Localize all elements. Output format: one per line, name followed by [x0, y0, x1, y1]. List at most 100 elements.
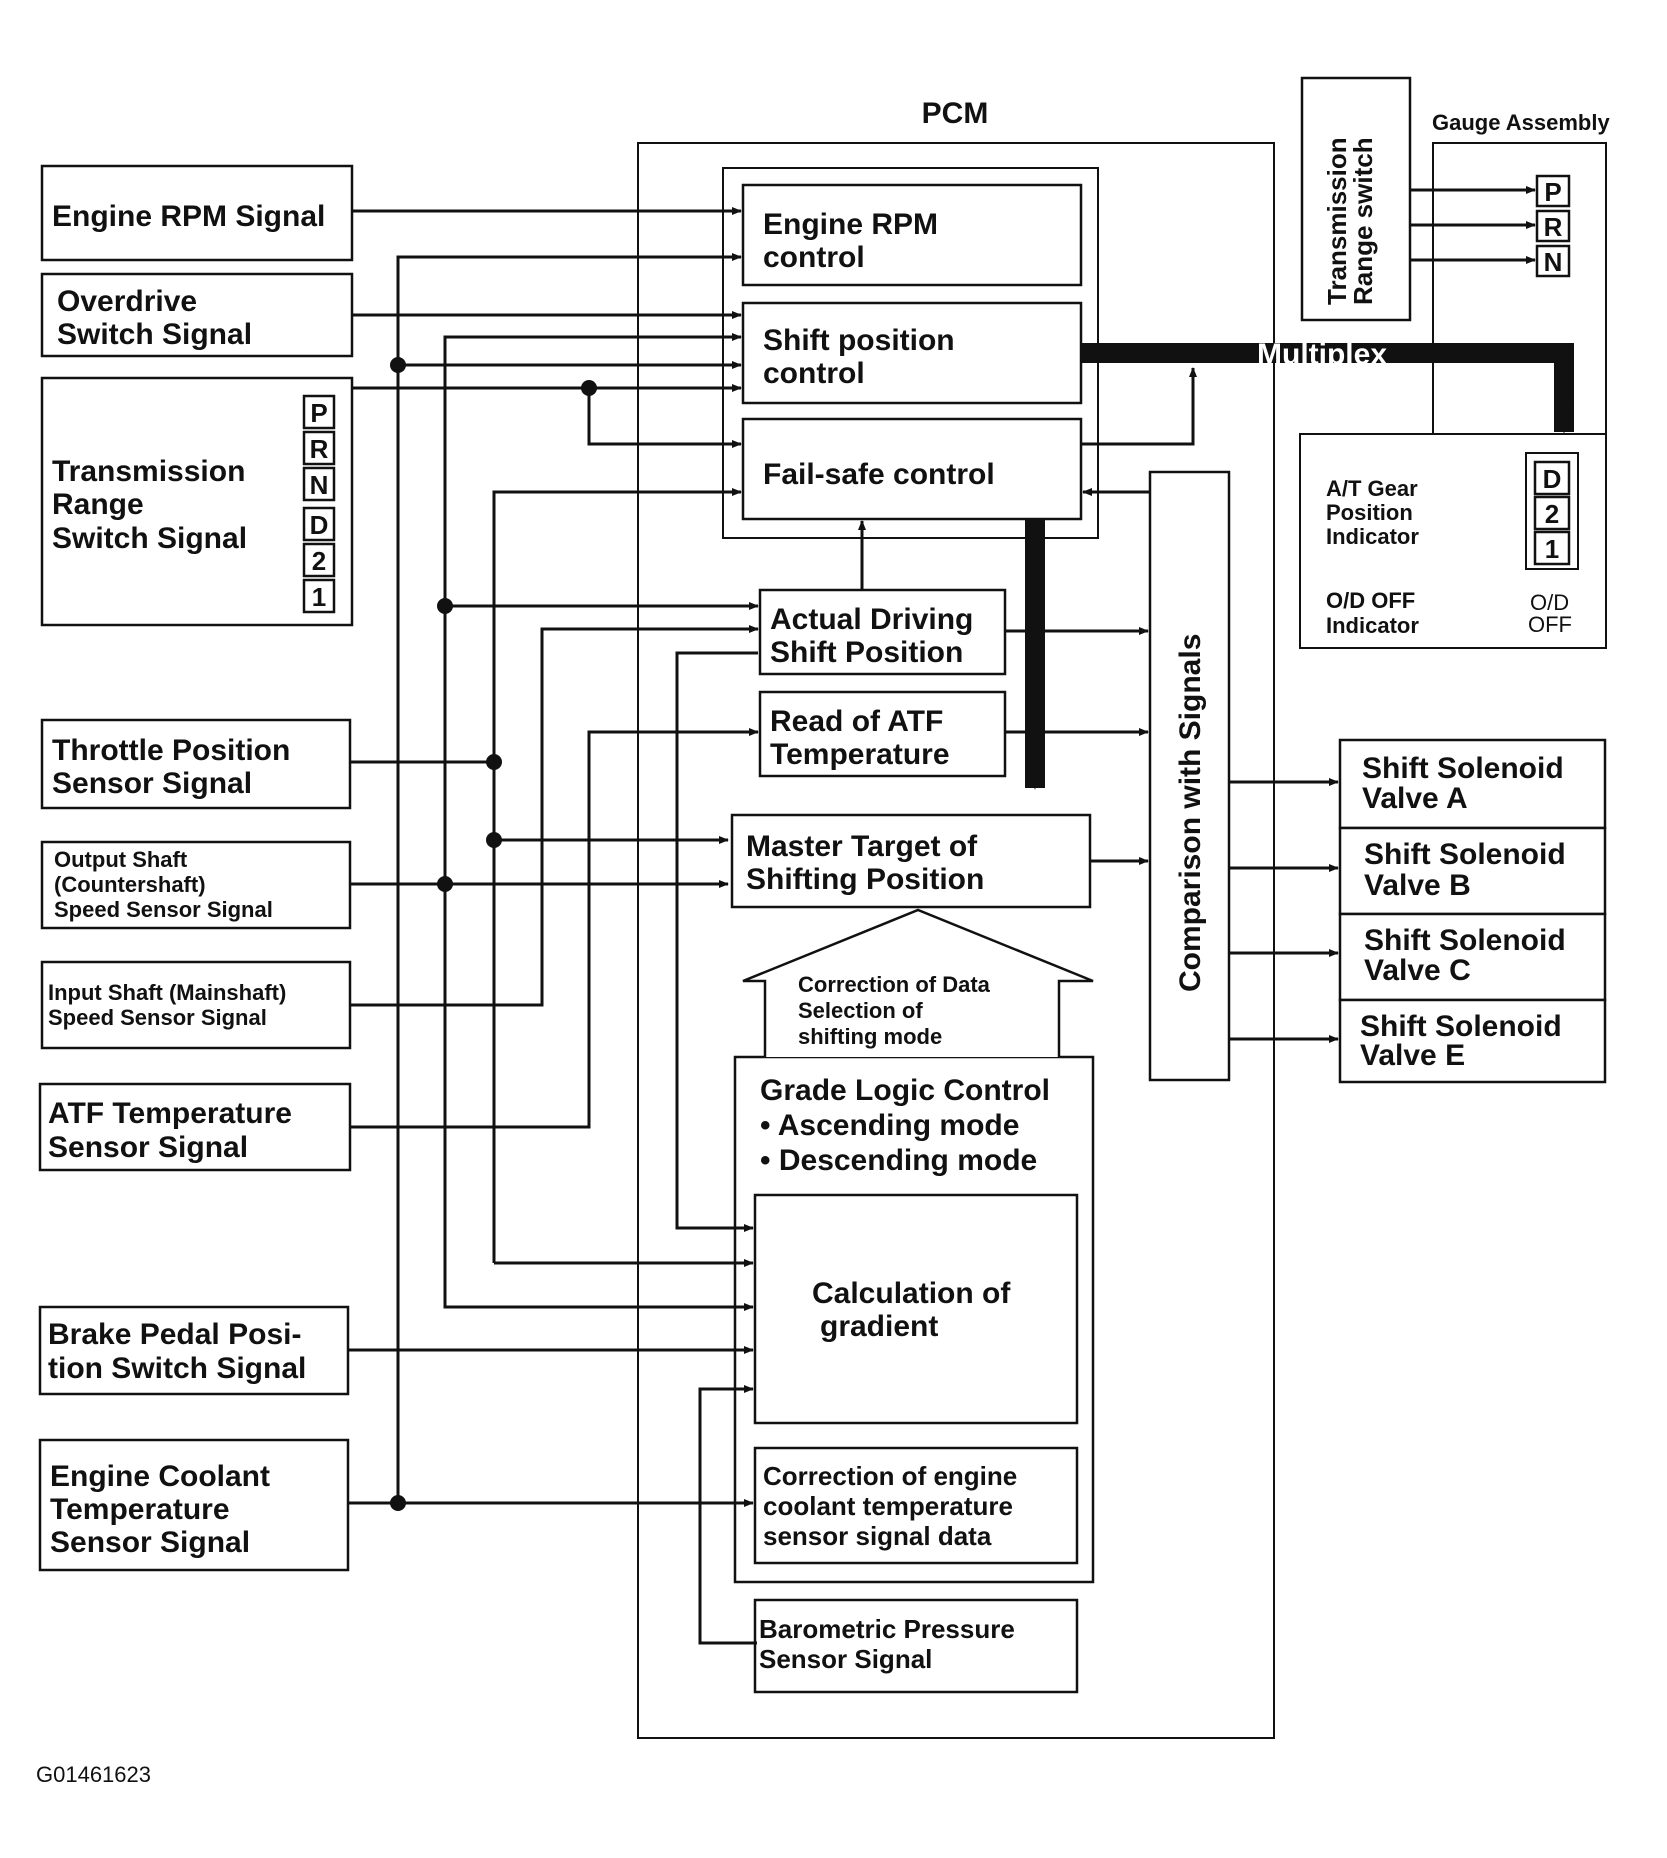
block-fail-safe-control: Fail-safe control: [741, 417, 1083, 521]
svg-text:1: 1: [312, 582, 326, 612]
svg-text:Temperature: Temperature: [770, 738, 950, 771]
svg-text:Valve B: Valve B: [1364, 869, 1471, 902]
figure-id: G01461623: [36, 1762, 151, 1787]
block-comparison-with-signals: Comparison with Signals: [1148, 470, 1231, 1082]
svg-text:D: D: [1543, 464, 1562, 494]
svg-text:D: D: [310, 510, 329, 540]
block-coolant-temp-correction: Correction of engine coolant temperature…: [753, 1446, 1079, 1565]
svg-text:Valve C: Valve C: [1364, 954, 1471, 987]
svg-text:• Ascending mode: • Ascending mode: [760, 1109, 1019, 1142]
svg-text:Multiplex: Multiplex: [1257, 338, 1387, 371]
gauge-assembly-title: Gauge Assembly: [1432, 110, 1610, 135]
block-read-atf-temperature: Read of ATF Temperature: [758, 690, 1007, 778]
svg-text:• Descending mode: • Descending mode: [760, 1144, 1037, 1177]
svg-text:O/D: O/D: [1530, 590, 1569, 615]
correction-arrow: Correction of Data Selection of shifting…: [742, 908, 1094, 1057]
output-valve-a: Shift Solenoid Valve A: [1338, 738, 1607, 830]
block-master-target-shifting-position: Master Target of Shifting Position: [730, 813, 1092, 909]
svg-text:Grade Logic Control: Grade Logic Control: [760, 1074, 1050, 1107]
input-overdrive-switch: Overdrive Switch Signal: [40, 272, 354, 358]
svg-text:Input Shaft (Mainshaft): Input Shaft (Mainshaft): [48, 980, 286, 1005]
input-engine-rpm: Engine RPM Signal: [40, 164, 354, 262]
svg-text:Sensor Signal: Sensor Signal: [48, 1131, 248, 1164]
svg-text:Calculation of: Calculation of: [812, 1277, 1011, 1310]
svg-text:Barometric Pressure: Barometric Pressure: [759, 1614, 1015, 1644]
block-grade-logic-control: Grade Logic Control • Ascending mode • D…: [760, 1074, 1050, 1177]
svg-text:OFF: OFF: [1528, 612, 1572, 637]
svg-text:Indicator: Indicator: [1326, 524, 1419, 549]
svg-text:control: control: [763, 241, 865, 274]
svg-text:R: R: [1544, 212, 1563, 242]
junction-dots: [390, 357, 597, 1511]
svg-text:Output Shaft: Output Shaft: [54, 847, 188, 872]
svg-text:Correction of Data: Correction of Data: [798, 972, 991, 997]
input-input-shaft-speed: Input Shaft (Mainshaft) Speed Sensor Sig…: [40, 960, 352, 1050]
multiplex-bus: Multiplex: [1081, 338, 1574, 434]
svg-text:Comparison with Signals: Comparison with Signals: [1174, 634, 1207, 992]
svg-text:Master Target of: Master Target of: [746, 830, 978, 863]
svg-text:Shift position: Shift position: [763, 324, 955, 357]
svg-text:Valve A: Valve A: [1362, 782, 1468, 815]
at-gear-position-indicator: A/T Gear Position Indicator D 2 1: [1326, 452, 1579, 570]
svg-text:Range: Range: [52, 488, 144, 521]
output-valve-c: Shift Solenoid Valve C: [1338, 912, 1607, 1002]
svg-text:Sensor Signal: Sensor Signal: [50, 1526, 250, 1559]
svg-text:Switch Signal: Switch Signal: [57, 318, 252, 351]
svg-text:Brake Pedal Posi-: Brake Pedal Posi-: [48, 1318, 301, 1351]
pcm-title: PCM: [922, 97, 989, 130]
block-calculation-of-gradient: Calculation of gradient: [753, 1193, 1079, 1425]
svg-text:Transmission: Transmission: [52, 455, 245, 488]
svg-text:control: control: [763, 357, 865, 390]
svg-text:Shift Solenoid: Shift Solenoid: [1364, 838, 1566, 871]
svg-text:N: N: [1544, 247, 1563, 277]
block-shift-position-control: Shift position control: [741, 301, 1083, 405]
svg-text:ATF Temperature: ATF Temperature: [48, 1097, 292, 1130]
svg-text:2: 2: [1545, 499, 1559, 529]
svg-text:Position: Position: [1326, 500, 1413, 525]
svg-text:P: P: [1544, 177, 1561, 207]
svg-text:Speed Sensor Signal: Speed Sensor Signal: [48, 1005, 267, 1030]
svg-text:gradient: gradient: [820, 1310, 938, 1343]
block-actual-driving-shift-position: Actual Driving Shift Position: [758, 588, 1007, 676]
input-throttle-position: Throttle Position Sensor Signal: [40, 718, 352, 810]
svg-text:Correction of engine: Correction of engine: [763, 1461, 1017, 1491]
svg-text:Shift Solenoid: Shift Solenoid: [1362, 752, 1564, 785]
svg-text:A/T Gear: A/T Gear: [1326, 476, 1418, 501]
svg-text:Overdrive: Overdrive: [57, 285, 197, 318]
input-transmission-range-switch: Transmission Range Switch Signal P R N D…: [40, 376, 354, 627]
output-valve-b: Shift Solenoid Valve B: [1338, 826, 1607, 916]
gauge-assembly-outline: [1432, 142, 1607, 434]
input-engine-coolant-temp: Engine Coolant Temperature Sensor Signal: [38, 1438, 350, 1572]
svg-text:Throttle Position: Throttle Position: [52, 734, 290, 767]
svg-text:Fail-safe control: Fail-safe control: [763, 458, 995, 491]
svg-text:Read of ATF: Read of ATF: [770, 705, 943, 738]
svg-text:sensor signal data: sensor signal data: [763, 1521, 992, 1551]
svg-text:Valve E: Valve E: [1360, 1039, 1465, 1072]
svg-text:2: 2: [312, 546, 326, 576]
svg-text:Shifting Position: Shifting Position: [746, 863, 984, 896]
svg-text:Sensor Signal: Sensor Signal: [52, 767, 252, 800]
svg-text:Engine Coolant: Engine Coolant: [50, 1460, 270, 1493]
svg-text:tion Switch Signal: tion Switch Signal: [48, 1352, 306, 1385]
svg-text:Engine RPM: Engine RPM: [763, 208, 938, 241]
pcm-frame: [637, 142, 1275, 1739]
block-barometric-pressure-sensor: Barometric Pressure Sensor Signal: [753, 1598, 1079, 1694]
svg-text:(Countershaft): (Countershaft): [54, 872, 206, 897]
signal-wires: [348, 186, 1536, 1645]
svg-text:Indicator: Indicator: [1326, 613, 1419, 638]
input-brake-pedal-switch: Brake Pedal Posi- tion Switch Signal: [38, 1305, 350, 1396]
svg-text:Shift Position: Shift Position: [770, 636, 963, 669]
gauge-range-switch: Transmission Range switch: [1300, 76, 1412, 322]
input-output-shaft-speed: Output Shaft (Countershaft) Speed Sensor…: [40, 840, 352, 930]
gauge-prn-indicators: P R N: [1535, 174, 1571, 278]
od-off-indicator: O/D OFF Indicator O/D OFF: [1326, 588, 1572, 638]
svg-text:coolant temperature: coolant temperature: [763, 1491, 1013, 1521]
input-atf-temperature: ATF Temperature Sensor Signal: [38, 1082, 352, 1172]
svg-text:Engine RPM Signal: Engine RPM Signal: [52, 200, 325, 233]
svg-text:Speed Sensor Signal: Speed Sensor Signal: [54, 897, 273, 922]
svg-text:shifting mode: shifting mode: [798, 1024, 942, 1049]
svg-text:Range switch: Range switch: [1348, 137, 1378, 305]
svg-text:Shift Solenoid: Shift Solenoid: [1364, 924, 1566, 957]
svg-text:P: P: [310, 398, 327, 428]
